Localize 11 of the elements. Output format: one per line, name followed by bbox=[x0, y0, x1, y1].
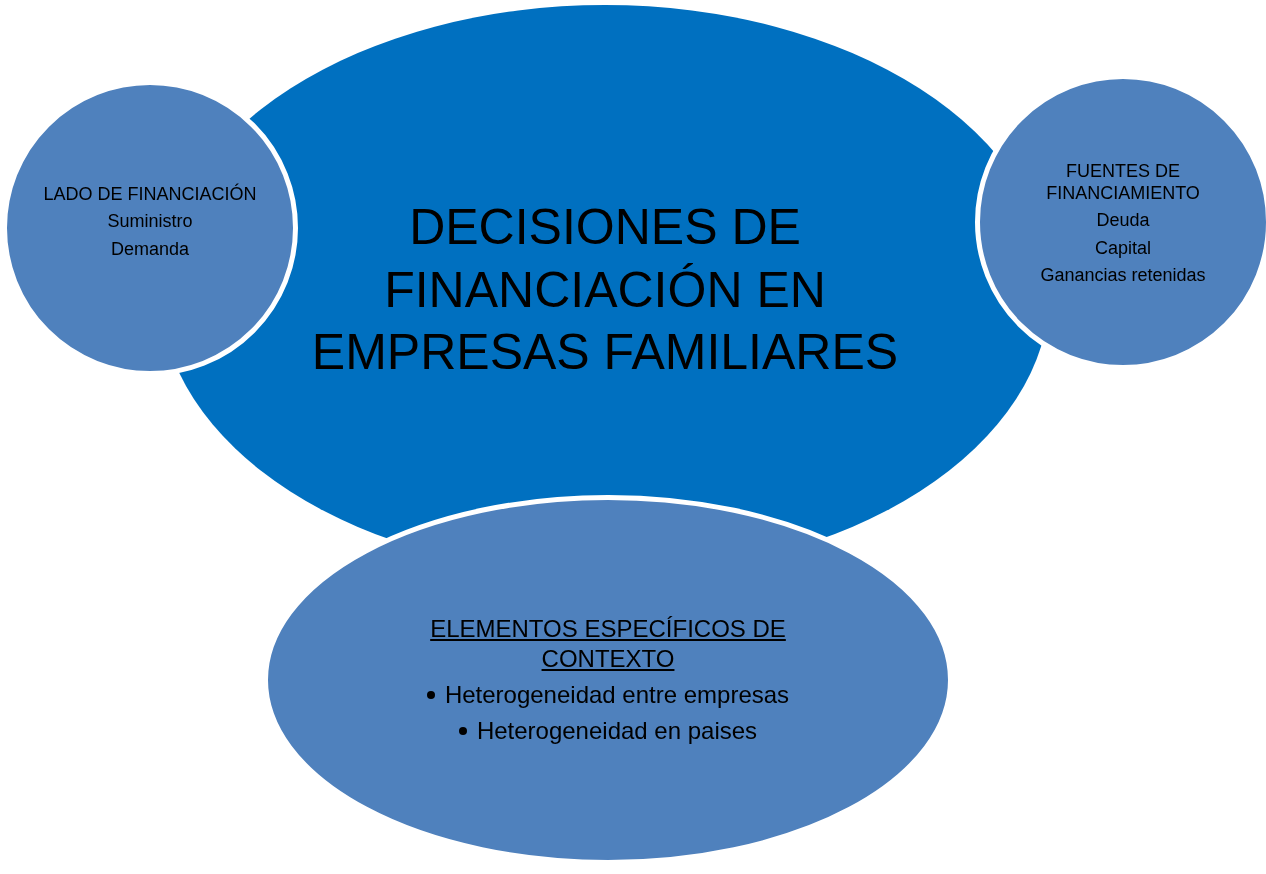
list-item: Deuda bbox=[1096, 210, 1150, 232]
circle-heading: LADO DE FINANCIACIÓN bbox=[43, 183, 257, 206]
list-item: Ganancias retenidas bbox=[1040, 265, 1206, 287]
circle-heading: FUENTES DE FINANCIAMIENTO bbox=[1045, 161, 1201, 205]
list-item: Suministro bbox=[107, 211, 193, 233]
main-title: DECISIONES DE FINANCIACIÓN EN EMPRESAS FAMILIARES bbox=[310, 198, 900, 383]
underlined-heading: ELEMENTOS ESPECÍFICOS DE CONTEXTO bbox=[429, 614, 787, 674]
bullet-text: Heterogeneidad entre empresas bbox=[444, 680, 790, 710]
bullet-text: Heterogeneidad en paises bbox=[476, 716, 758, 746]
list-item: Capital bbox=[1095, 237, 1151, 260]
list-item: Demanda bbox=[110, 238, 189, 261]
